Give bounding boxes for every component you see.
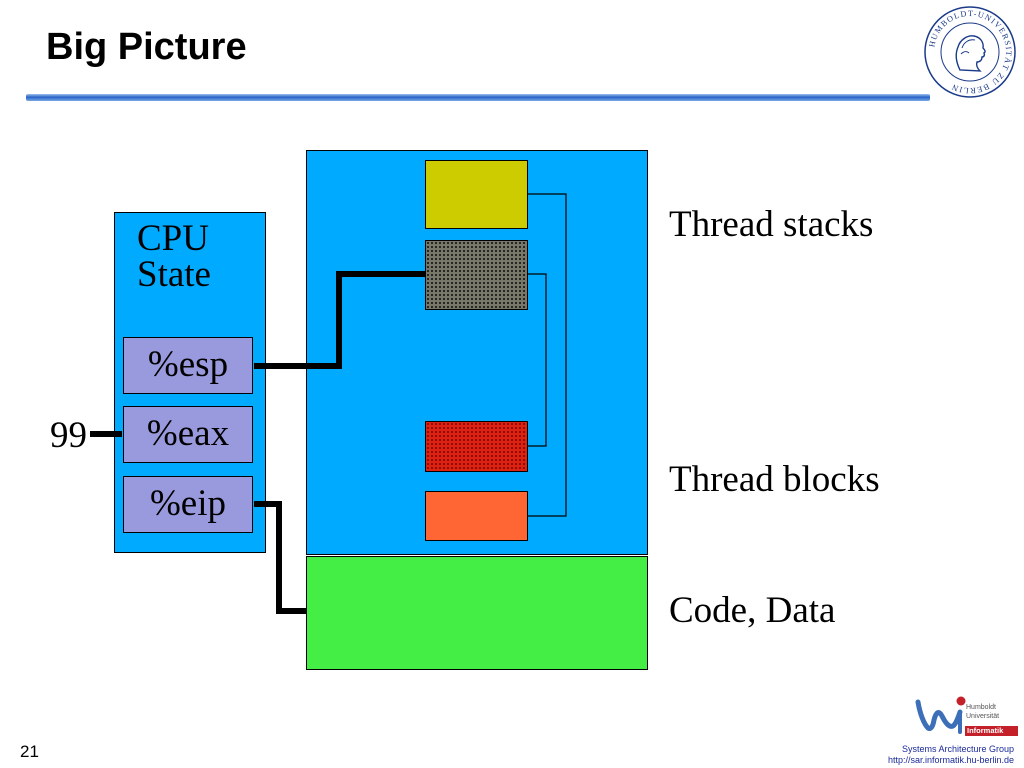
thread-stack-2 [425,240,528,310]
cpu-state-box: CPU State %esp %eax %eip [114,212,266,553]
link-stack2-block1 [527,273,547,447]
thread-block-2 [425,491,528,541]
page-number: 21 [20,742,39,761]
link-stack1-block2 [527,193,567,517]
hu-informatik-logo-icon [915,696,966,734]
hu-logo-line2: Universität [966,713,1000,720]
eip-pointer-line [254,501,306,614]
register-esp: %esp [123,337,253,394]
thread-memory-region [306,150,648,555]
cpu-title-line2: State [137,254,211,295]
label-thread-blocks: Thread blocks [669,459,880,500]
university-seal-icon: HUMBOLDT-UNIVERSITÄT ZU BERLIN [924,6,1016,98]
thread-stack-1 [425,160,528,229]
slide-title: Big Picture [46,26,247,68]
esp-pointer-line [254,271,425,369]
label-thread-stacks: Thread stacks [669,204,874,245]
footer-group: Systems Architecture Group [901,744,1014,754]
label-code-data: Code, Data [669,590,836,631]
cpu-title-line1: CPU [137,218,209,259]
register-eip: %eip [123,476,253,533]
cpu-state-title: CPU State [137,218,211,295]
footer-block: Systems Architecture Group http://sar.in… [888,744,1014,766]
register-eax: %eax [123,406,253,463]
eax-value: 99 [50,415,87,456]
title-underline [26,94,930,101]
hu-logo-badge: Informatik [965,726,1018,736]
hu-logo-line1: Humboldt [966,704,996,711]
code-data-region [306,556,648,670]
footer-url[interactable]: http://sar.informatik.hu-berlin.de [887,755,1014,765]
thread-block-1 [425,421,528,472]
